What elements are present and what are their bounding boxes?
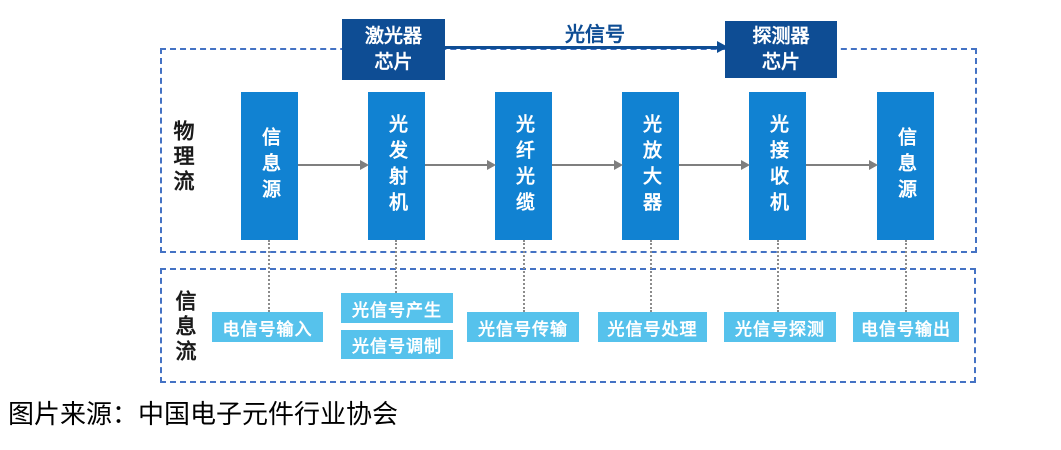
info-step-optical-modulation: 光信号调制 <box>341 330 453 359</box>
physical-node-label: 信息源 <box>895 127 916 205</box>
physical-node-label: 光纤光缆 <box>513 114 534 218</box>
optical-signal-label: 光信号 <box>565 24 625 46</box>
physical-node-label: 信息源 <box>259 127 280 205</box>
physical-node-optical-amplifier: 光放大器 <box>622 92 679 240</box>
laser-chip-box: 激光器 芯片 <box>342 19 445 80</box>
dotted-connector-6 <box>905 240 907 312</box>
flow-arrow-5 <box>806 160 878 170</box>
detector-chip-label-line2: 芯片 <box>761 51 800 73</box>
dotted-connector-5 <box>777 240 779 312</box>
physical-node-optical-receiver: 光接收机 <box>749 92 806 240</box>
flow-arrow-2 <box>425 160 496 170</box>
info-step-electrical-output: 电信号输出 <box>853 312 959 342</box>
dotted-connector-4 <box>650 240 652 312</box>
flow-arrow-3 <box>552 160 623 170</box>
physical-node-label: 光接收机 <box>767 114 788 218</box>
physical-node-info-source-left: 信息源 <box>241 92 298 240</box>
physical-node-info-source-right: 信息源 <box>877 92 934 240</box>
dotted-connector-3 <box>523 240 525 312</box>
flow-arrow-1 <box>298 160 369 170</box>
flow-arrow-4 <box>679 160 750 170</box>
physical-node-optical-transmitter: 光发射机 <box>368 92 425 240</box>
info-step-electrical-input: 电信号输入 <box>212 312 323 342</box>
info-step-optical-transmission: 光信号传输 <box>467 312 579 342</box>
info-step-optical-detection: 光信号探测 <box>724 312 836 342</box>
info-step-optical-generation: 光信号产生 <box>341 293 453 323</box>
physical-node-label: 光放大器 <box>640 114 661 218</box>
laser-chip-label-line1: 激光器 <box>364 25 422 47</box>
info-step-optical-processing: 光信号处理 <box>598 312 707 342</box>
physical-node-fiber-cable: 光纤光缆 <box>495 92 552 240</box>
physical-flow-region-border <box>160 48 977 253</box>
dotted-connector-1 <box>268 240 270 312</box>
physical-node-label: 光发射机 <box>386 114 407 218</box>
detector-chip-label-line1: 探测器 <box>752 25 810 47</box>
physical-flow-label: 物理流 <box>171 120 194 195</box>
image-source-caption: 图片来源：中国电子元件行业协会 <box>8 400 399 429</box>
optical-signal-arrow <box>445 41 728 53</box>
detector-chip-box: 探测器 芯片 <box>725 21 837 78</box>
information-flow-label: 信息流 <box>173 290 196 365</box>
information-flow-region-border <box>160 268 976 383</box>
laser-chip-label-line2: 芯片 <box>374 51 413 73</box>
dotted-connector-2 <box>395 240 397 293</box>
